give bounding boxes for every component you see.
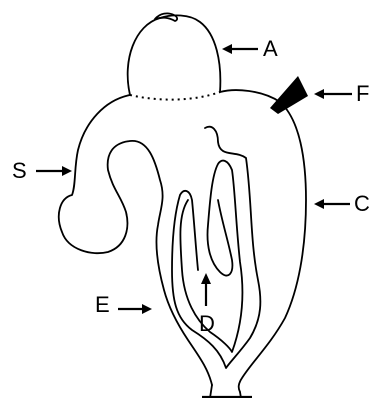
boundary-dotted-line: [130, 92, 220, 100]
label-f: F: [356, 81, 369, 106]
marker-f-wedge: [270, 76, 308, 114]
apical-cap-outline: [128, 15, 221, 95]
label-e: E: [95, 292, 110, 317]
label-a: A: [263, 36, 278, 61]
apical-tip-outline: [155, 13, 177, 21]
arrow-f: [314, 89, 352, 99]
arrow-c: [314, 199, 350, 209]
arrow-a: [222, 44, 258, 54]
label-c: C: [354, 191, 370, 216]
arrow-e: [118, 304, 152, 314]
label-d: D: [199, 311, 215, 336]
body-outline: [59, 95, 212, 385]
arrow-s: [36, 166, 72, 176]
label-s: S: [12, 158, 27, 183]
arrow-d: [201, 273, 211, 306]
inner-fold-outer: [172, 127, 260, 368]
